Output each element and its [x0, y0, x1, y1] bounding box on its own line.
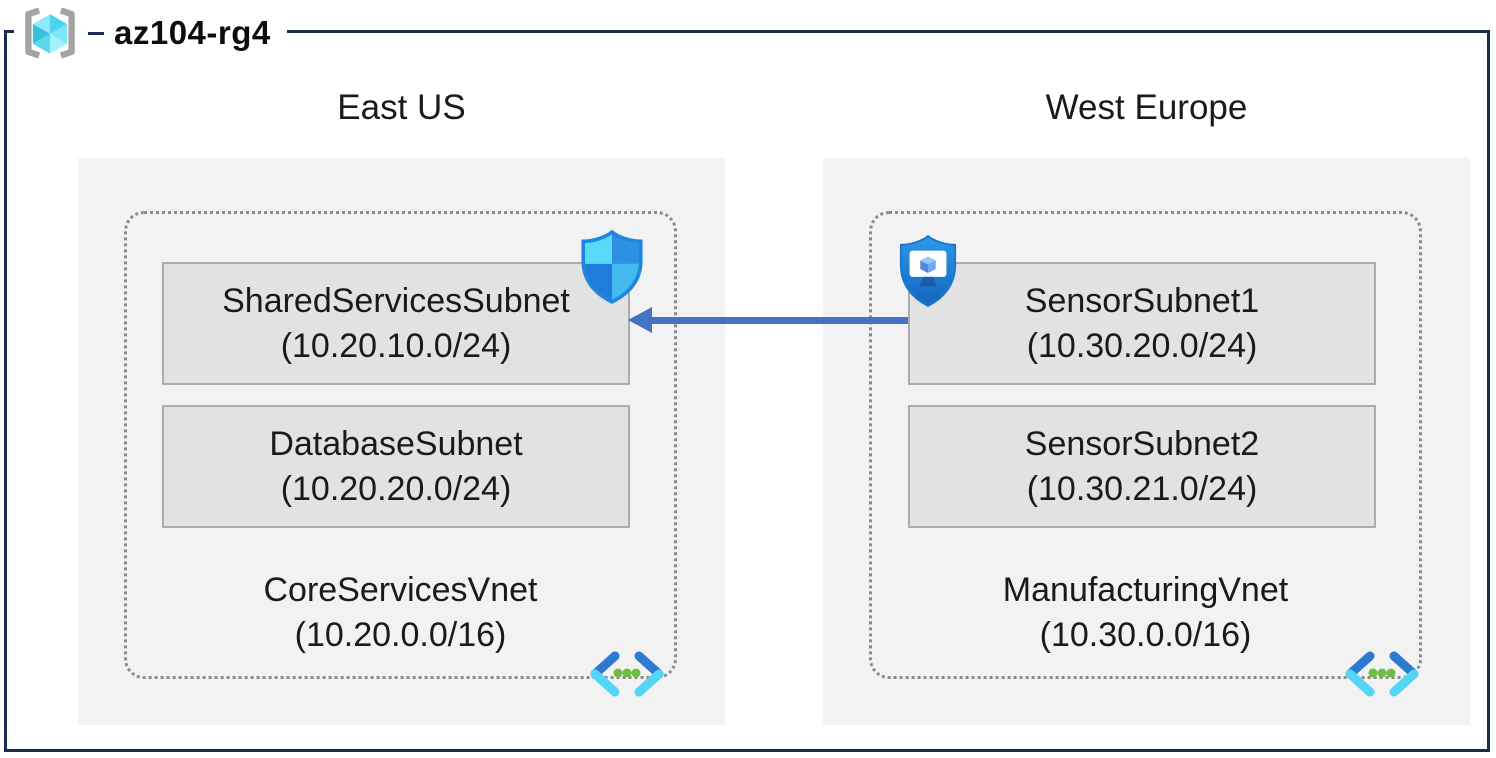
- legend-border-dash: [88, 31, 104, 35]
- region-heading-east-us: East US: [337, 88, 466, 127]
- resource-group-icon: [25, 7, 75, 59]
- subnet-sensorsubnet2: SensorSubnet2 (10.30.21.0/24): [908, 405, 1376, 528]
- vnet-cidr: (10.20.0.0/16): [294, 615, 507, 654]
- peering-arrow-line: [650, 317, 908, 324]
- vnet-label-manufacturingvnet: ManufacturingVnet (10.30.0.0/16): [869, 568, 1422, 658]
- subnet-name: SensorSubnet1: [1024, 282, 1260, 321]
- subnet-cidr: (10.20.10.0/24): [280, 326, 512, 365]
- subnet-name: DatabaseSubnet: [269, 425, 523, 464]
- peering-arrow-head-icon: [628, 307, 652, 333]
- subnet-cidr: (10.20.20.0/24): [280, 469, 512, 508]
- defender-shield-icon: [581, 230, 643, 304]
- virtual-network-icon: [1345, 651, 1419, 697]
- bastion-shield-icon: [899, 234, 957, 307]
- vnet-container-coreservicesvnet: [124, 211, 677, 679]
- subnet-name: SharedServicesSubnet: [222, 282, 570, 321]
- subnet-sensorsubnet1: SensorSubnet1 (10.30.20.0/24): [908, 262, 1376, 385]
- resource-group-border: [4, 30, 1490, 752]
- vnet-cidr: (10.30.0.0/16): [1039, 615, 1252, 654]
- subnet-cidr: (10.30.20.0/24): [1026, 326, 1258, 365]
- subnet-databasesubnet: DatabaseSubnet (10.20.20.0/24): [162, 405, 630, 528]
- vnet-name: CoreServicesVnet: [263, 571, 538, 609]
- resource-group-legend: az104-rg4: [14, 2, 287, 64]
- subnet-cidr: (10.30.21.0/24): [1026, 469, 1258, 508]
- region-heading-west-europe: West Europe: [1045, 88, 1248, 127]
- vnet-label-coreservicesvnet: CoreServicesVnet (10.20.0.0/16): [124, 568, 677, 658]
- resource-group-title: az104-rg4: [114, 14, 271, 51]
- subnet-sharedservicessubnet: SharedServicesSubnet (10.20.10.0/24): [162, 262, 630, 385]
- virtual-network-icon: [590, 651, 664, 697]
- vnet-container-manufacturingvnet: [869, 211, 1422, 679]
- vnet-name: ManufacturingVnet: [1002, 571, 1289, 609]
- subnet-name: SensorSubnet2: [1024, 425, 1260, 464]
